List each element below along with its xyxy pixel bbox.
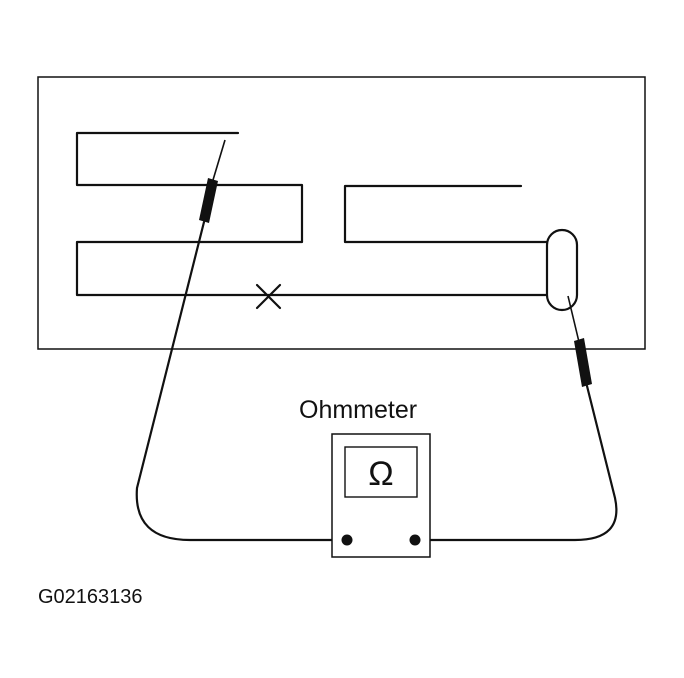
probe-icon — [413, 295, 618, 542]
terminal-connector — [545, 228, 579, 312]
probe-icon — [135, 139, 349, 542]
meter-terminal-left — [341, 534, 353, 546]
meter-terminal-right — [409, 534, 421, 546]
glass-panel — [37, 76, 646, 350]
grid-line-right — [343, 184, 550, 244]
ohmmeter: Ω — [331, 433, 431, 558]
figure-id: G02163136 — [38, 586, 143, 608]
x-mark-icon — [255, 283, 282, 310]
grid-line-left — [75, 131, 550, 297]
ohm-symbol: Ω — [368, 455, 393, 493]
meter-label: Ohmmeter — [299, 396, 417, 424]
ohmmeter-display — [344, 446, 418, 498]
